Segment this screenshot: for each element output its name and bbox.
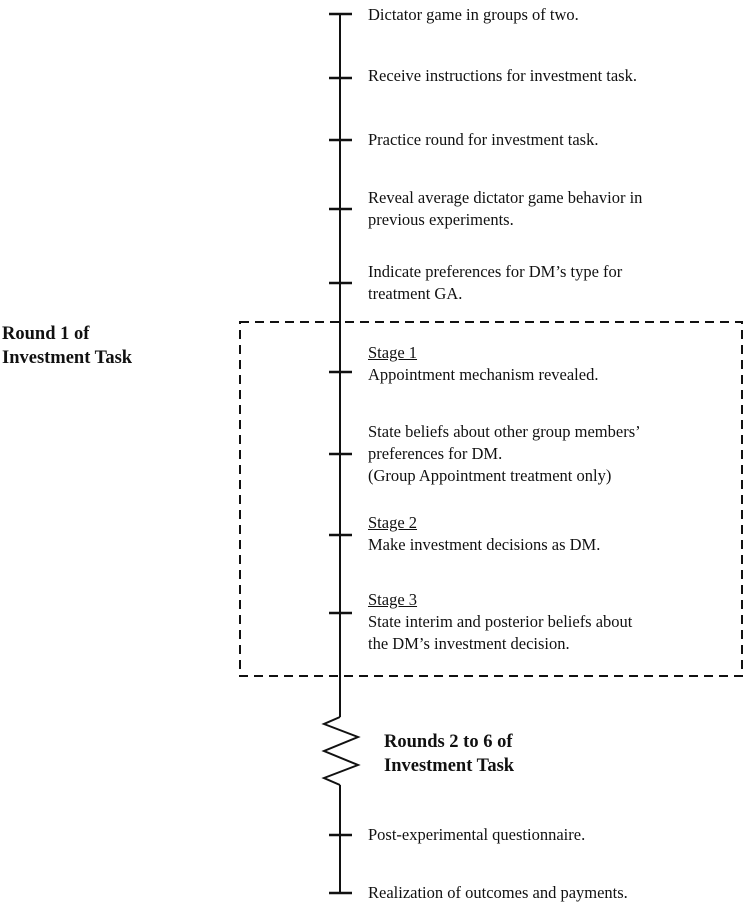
stage-label: Stage 2	[368, 513, 418, 532]
timeline-ticks	[329, 12, 352, 895]
event-payments: Realization of outcomes and payments.	[368, 883, 628, 902]
round1-label: Round 1 of Investment Task	[2, 324, 133, 368]
event-practice-round: Practice round for investment task.	[368, 130, 599, 149]
zigzag-break-icon	[321, 716, 361, 786]
event-stage3: Stage 3 State interim and posterior beli…	[368, 590, 633, 653]
event-questionnaire: Post-experimental questionnaire.	[368, 825, 586, 844]
rounds-2-6-label: Rounds 2 to 6 of Investment Task	[384, 732, 515, 776]
event-stage2: Stage 2 Make investment decisions as DM.	[368, 513, 601, 554]
event-dictator-game: Dictator game in groups of two.	[368, 5, 579, 24]
event-state-beliefs: State beliefs about other group members’…	[368, 422, 641, 485]
stage-label: Stage 1	[368, 343, 418, 362]
event-reveal-average: Reveal average dictator game behavior in…	[368, 188, 643, 229]
round1-dashed-box	[239, 321, 743, 677]
event-indicate-preferences: Indicate preferences for DM’s type for t…	[368, 262, 623, 303]
stage-label: Stage 3	[368, 590, 418, 609]
event-stage1: Stage 1 Appointment mechanism revealed.	[368, 343, 599, 384]
event-instructions: Receive instructions for investment task…	[368, 66, 637, 85]
